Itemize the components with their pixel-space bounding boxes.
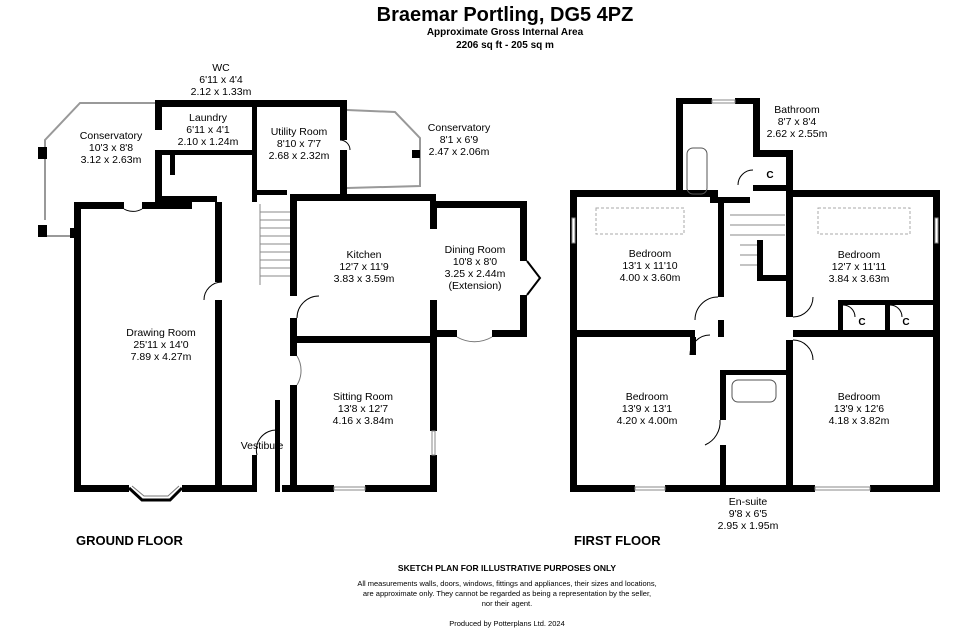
windows (333, 99, 939, 491)
room-name: Bedroom (628, 248, 672, 260)
room-imperial: 13'9 x 13'1 (621, 403, 673, 415)
room-imperial: 6'11 x 4'1 (186, 124, 230, 136)
room-name: Drawing Room (126, 327, 196, 339)
room-metric: 7.89 x 4.27m (130, 351, 192, 363)
disclaimer-text: All measurements walls, doors, windows, … (357, 579, 657, 608)
cupboard-label: C (902, 317, 910, 328)
room-imperial: 6'11 x 4'4 (199, 74, 243, 86)
room-vestibule: Vestibule (241, 440, 284, 452)
ground-floor-label: GROUND FLOOR (76, 533, 183, 548)
disclaimer-heading: SKETCH PLAN FOR ILLUSTRATIVE PURPOSES ON… (397, 563, 617, 573)
room-dining: Dining Room 10'8 x 8'0 3.25 x 2.44m (Ext… (445, 244, 506, 292)
room-imperial: 9'8 x 6'5 (728, 508, 768, 520)
cupboard-label: C (858, 317, 866, 328)
room-name: Vestibule (240, 440, 284, 452)
room-bathroom: Bathroom 8'7 x 8'4 2.62 x 2.55m (767, 104, 828, 140)
room-name: Bedroom (625, 391, 669, 403)
room-metric: 4.20 x 4.00m (616, 415, 678, 427)
room-kitchen: Kitchen 12'7 x 11'9 3.83 x 3.59m (334, 249, 395, 285)
room-bedroom-2: Bedroom 12'7 x 11'11 3.84 x 3.63m (829, 249, 890, 285)
room-name: Sitting Room (332, 391, 394, 403)
room-metric: 2.62 x 2.55m (766, 128, 828, 140)
room-imperial: 13'9 x 12'6 (833, 403, 885, 415)
room-metric: 2.68 x 2.32m (268, 150, 330, 162)
room-name: Kitchen (346, 249, 382, 261)
room-name: Bedroom (837, 249, 881, 261)
room-imperial: 8'10 x 7'7 (276, 138, 322, 150)
room-name: Dining Room (444, 244, 506, 256)
room-sitting: Sitting Room 13'8 x 12'7 4.16 x 3.84m (333, 391, 394, 427)
room-name: Bedroom (837, 391, 881, 403)
room-name: Conservatory (427, 122, 491, 134)
room-metric: 2.95 x 1.95m (717, 520, 779, 532)
plan-subtitle: Approximate Gross Internal Area (426, 27, 584, 38)
room-imperial: 25'11 x 14'0 (133, 339, 189, 351)
room-conservatory-right: Conservatory 8'1 x 6'9 2.47 x 2.06m (428, 122, 490, 158)
room-name: Bathroom (774, 104, 820, 116)
room-metric: 2.10 x 1.24m (177, 136, 239, 148)
room-bedroom-4: Bedroom 13'9 x 12'6 4.18 x 3.82m (829, 391, 890, 427)
room-bedroom-1: Bedroom 13'1 x 11'10 4.00 x 3.60m (620, 248, 681, 284)
room-metric: 3.83 x 3.59m (333, 273, 395, 285)
room-conservatory-left: Conservatory 10'3 x 8'8 3.12 x 2.63m (80, 130, 142, 166)
room-metric: 2.47 x 2.06m (428, 146, 490, 158)
room-metric: 3.12 x 2.63m (80, 154, 142, 166)
gross-area: 2206 sq ft - 205 sq m (456, 40, 554, 51)
room-imperial: 10'3 x 8'8 (88, 142, 134, 154)
room-imperial: 10'8 x 8'0 (452, 256, 498, 268)
room-drawing: Drawing Room 25'11 x 14'0 7.89 x 4.27m (126, 327, 195, 363)
room-metric: 4.00 x 3.60m (619, 272, 681, 284)
room-laundry: Laundry 6'11 x 4'1 2.10 x 1.24m (178, 112, 239, 148)
room-imperial: 12'7 x 11'11 (831, 261, 887, 273)
room-name: Conservatory (79, 130, 143, 142)
room-imperial: 13'1 x 11'10 (622, 260, 678, 272)
room-imperial: 8'7 x 8'4 (777, 116, 817, 128)
first-floor-label: FIRST FLOOR (574, 533, 661, 548)
room-imperial: 8'1 x 6'9 (439, 134, 479, 146)
room-imperial: 12'7 x 11'9 (339, 261, 389, 273)
room-metric: 4.16 x 3.84m (332, 415, 394, 427)
room-imperial: 13'8 x 12'7 (337, 403, 389, 415)
room-name: En-suite (728, 496, 768, 508)
ground-floor-walls (38, 100, 542, 502)
room-name: Utility Room (270, 126, 328, 138)
room-metric: 3.25 x 2.44m (444, 268, 506, 280)
room-utility: Utility Room 8'10 x 7'7 2.68 x 2.32m (269, 126, 330, 162)
room-name: Laundry (189, 112, 227, 124)
room-metric: 4.18 x 3.82m (828, 415, 890, 427)
room-metric: 3.84 x 3.63m (828, 273, 890, 285)
room-name: WC (212, 62, 230, 74)
room-note: (Extension) (448, 280, 502, 292)
first-floor-walls (570, 98, 940, 492)
room-bedroom-3: Bedroom 13'9 x 13'1 4.20 x 4.00m (617, 391, 678, 427)
cupboard-label: C (766, 170, 774, 181)
room-ensuite: En-suite 9'8 x 6'5 2.95 x 1.95m (718, 496, 779, 532)
room-wc: WC 6'11 x 4'4 2.12 x 1.33m (191, 62, 252, 98)
produced-by: Produced by Potterplans Ltd. 2024 (449, 619, 565, 628)
plan-title: Braemar Portling, DG5 4PZ (376, 4, 634, 26)
room-metric: 2.12 x 1.33m (190, 86, 252, 98)
